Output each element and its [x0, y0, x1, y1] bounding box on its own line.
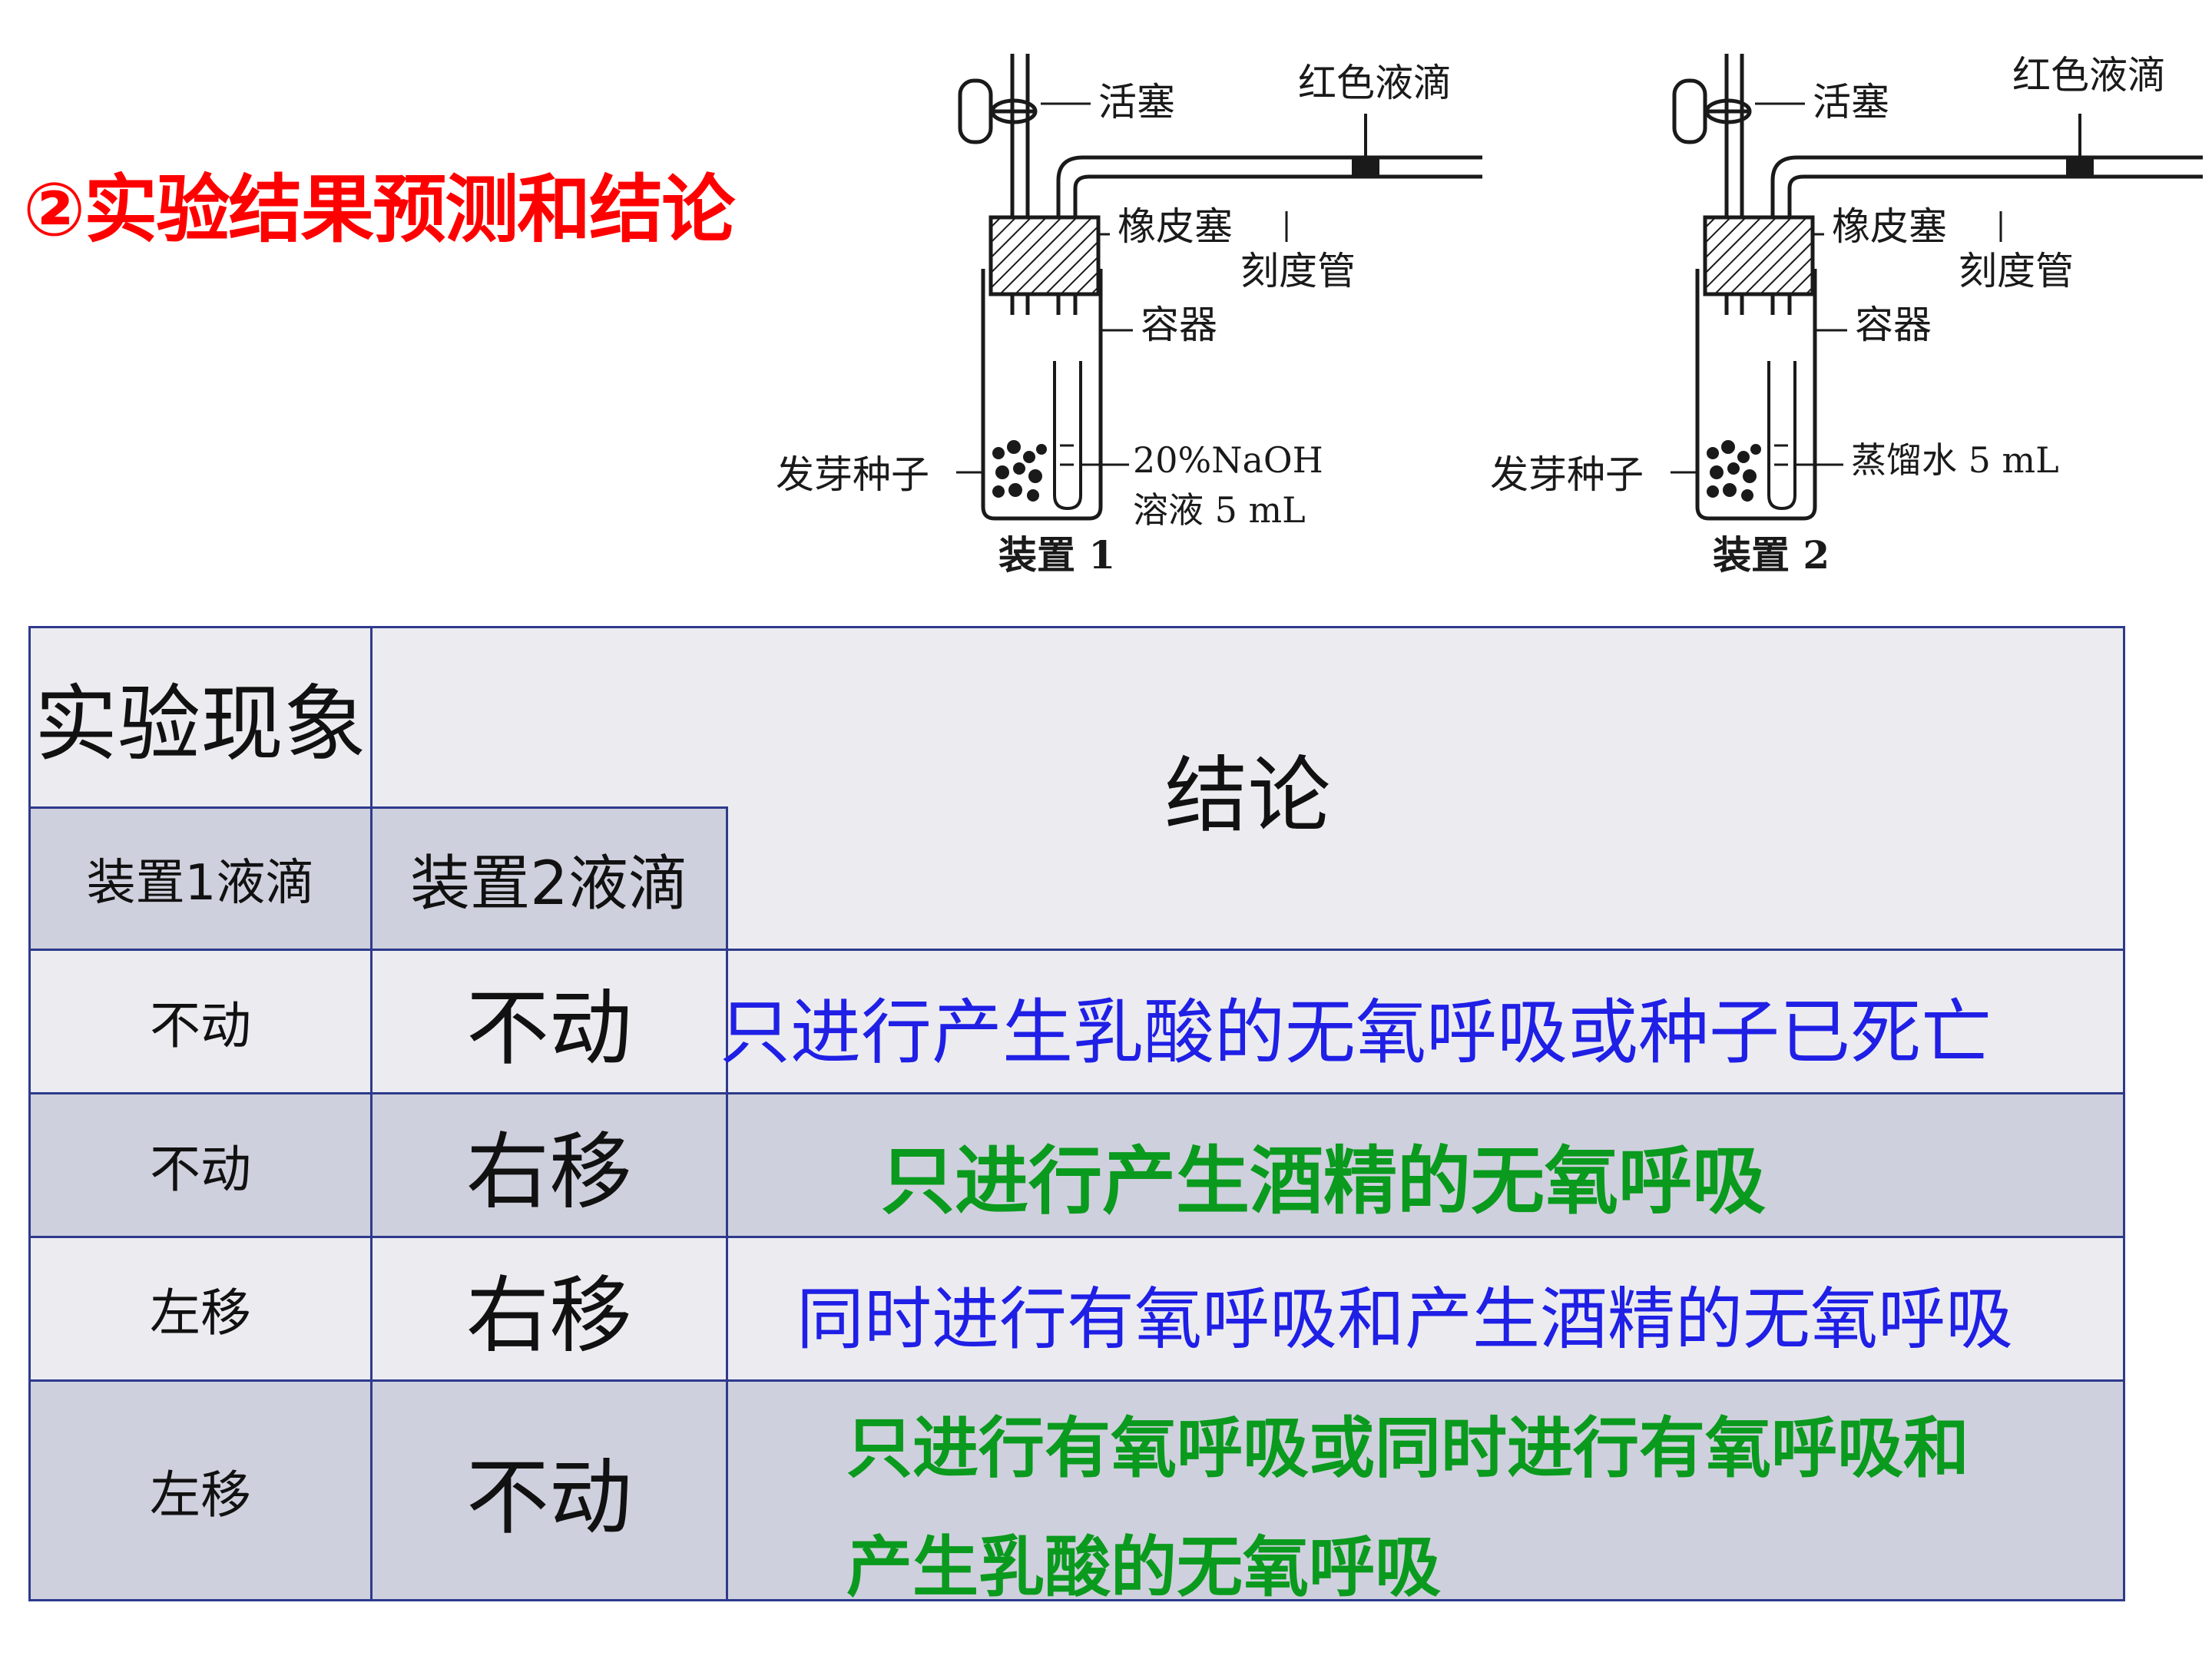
row4-device2: 不动	[370, 1379, 728, 1601]
row1-device1: 不动	[28, 949, 373, 1094]
solution-1-label: 20%NaOH	[1133, 439, 1323, 481]
section-heading: ②实验结果预测和结论	[23, 167, 735, 253]
row2-device2: 右移	[370, 1092, 728, 1238]
rubber-stopper-2-label: 橡皮塞	[1832, 204, 1947, 249]
device2-header: 装置2液滴	[370, 806, 728, 951]
row4-conclusion-line2: 产生乳酸的无氧呼吸	[846, 1529, 1441, 1606]
row3-conclusion: 同时进行有氧呼吸和产生酒精的无氧呼吸	[796, 1280, 2014, 1359]
row2-conclusion-cell	[726, 1092, 2125, 1238]
row3-device2: 右移	[370, 1236, 728, 1382]
stopcock-1-label: 活塞	[1098, 80, 1175, 124]
row4-device1: 左移	[28, 1379, 373, 1601]
row4-conclusion-cell	[726, 1379, 2125, 1601]
phenomenon-header: 实验现象	[28, 626, 373, 809]
solution-2-label: 蒸馏水 5 mL	[1851, 439, 2059, 481]
device-2-label: 装置 2	[1713, 532, 1830, 578]
apparatus-diagram: 活塞 红色液滴 橡皮塞 刻度管 容器 发芽种子 20%NaOH 溶液 5 mL …	[776, 53, 2203, 578]
solution-1-label-2: 溶液 5 mL	[1133, 489, 1306, 531]
row3-device1: 左移	[28, 1236, 373, 1382]
seeds-1-icon	[992, 440, 1047, 502]
rubber-stopper-1-label: 橡皮塞	[1118, 204, 1233, 249]
device-2: 活塞 红色液滴 橡皮塞 刻度管 容器 发芽种子 蒸馏水 5 mL 装置 2	[1490, 53, 2203, 578]
seeds-2-label: 发芽种子	[1490, 452, 1644, 497]
device-1-label: 装置 1	[998, 532, 1115, 578]
device-1: 活塞 红色液滴 橡皮塞 刻度管 容器 发芽种子 20%NaOH 溶液 5 mL …	[776, 54, 1482, 578]
row2-device1: 不动	[28, 1092, 373, 1238]
row4-conclusion-line1: 只进行有氧呼吸或同时进行有氧呼吸和	[846, 1410, 1969, 1487]
row1-device2: 不动	[370, 949, 728, 1094]
results-table: 实验现象 结论 装置1液滴 装置2液滴 不动 不动 不动 右移 左移 右移 左移…	[28, 626, 2125, 1606]
red-drop-1-label: 红色液滴	[1298, 61, 1452, 105]
container-2-label: 容器	[1855, 303, 1932, 347]
row3-conclusion-cell	[726, 1236, 2125, 1382]
stopcock-2-label: 活塞	[1813, 80, 1889, 124]
row2-conclusion: 只进行产生酒精的无氧呼吸	[881, 1138, 1766, 1224]
row1-conclusion: 只进行产生乳酸的无氧呼吸或种子已死亡	[720, 992, 1992, 1074]
red-drop-2-label: 红色液滴	[2012, 53, 2166, 98]
container-1-label: 容器	[1141, 303, 1217, 347]
seeds-2-icon	[1707, 440, 1761, 502]
stopcock-1-icon	[958, 78, 1038, 144]
graduated-tube-2-label: 刻度管	[1959, 249, 2074, 293]
device1-header: 装置1液滴	[28, 806, 373, 951]
seeds-1-label: 发芽种子	[776, 452, 929, 497]
stopcock-2-icon	[1672, 78, 1752, 144]
graduated-tube-1-label: 刻度管	[1240, 249, 1356, 293]
